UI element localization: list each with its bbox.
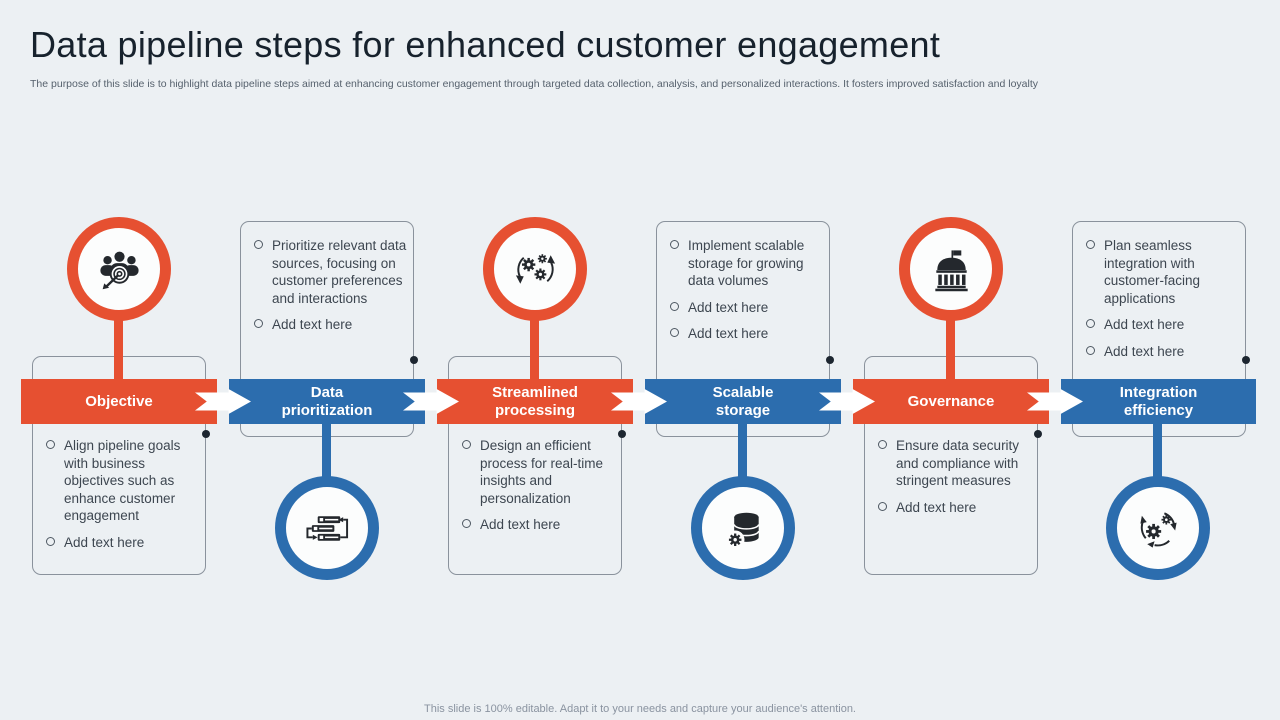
list-item: Prioritize relevant data sources, focusi… xyxy=(254,237,407,307)
bullet-text: Add text here xyxy=(480,517,561,533)
circle-bullet-icon xyxy=(1086,319,1095,329)
bullet-text: Design an efficient process for real-tim… xyxy=(480,438,604,506)
data-prioritization-node xyxy=(275,476,379,580)
connector-dot xyxy=(1242,356,1250,364)
band-step-objective: Objective xyxy=(21,379,217,424)
target-audience-icon xyxy=(99,251,139,289)
band-step-streamlined-processing: Streamlined processing xyxy=(437,379,633,424)
list-item: Plan seamless integration with customer-… xyxy=(1086,237,1239,307)
circle-bullet-icon xyxy=(878,440,887,449)
circle-bullet-icon xyxy=(670,240,679,249)
list-item: Implement scalable storage for growing d… xyxy=(670,237,823,290)
process-gears-icon xyxy=(515,253,555,284)
bullet-list: Ensure data security and compliance with… xyxy=(878,437,1031,516)
bullet-text: Ensure data security and compliance with… xyxy=(896,438,1020,489)
list-item: Add text here xyxy=(1086,343,1239,361)
step-label: Scalable storage xyxy=(712,383,774,419)
governance-node xyxy=(899,217,1003,321)
streamlined-processing-node xyxy=(483,217,587,321)
list-item: Add text here xyxy=(46,534,199,552)
connector-stem xyxy=(738,424,747,480)
connector-dot xyxy=(1034,430,1042,438)
step-label: Integration efficiency xyxy=(1119,383,1198,419)
list-item: Add text here xyxy=(670,325,823,343)
bullet-text: Add text here xyxy=(1104,343,1185,359)
connector-stem xyxy=(530,315,539,379)
bullet-text: Add text here xyxy=(1104,317,1185,333)
page-title: Data pipeline steps for enhanced custome… xyxy=(30,24,941,65)
band-step-data-prioritization: Data prioritization xyxy=(229,379,425,424)
bullet-text: Add text here xyxy=(64,534,145,550)
bullet-list: Implement scalable storage for growing d… xyxy=(670,237,823,343)
circle-bullet-icon xyxy=(254,240,263,249)
data-prioritization-textbox: Prioritize relevant data sources, focusi… xyxy=(240,221,414,437)
bullet-text: Align pipeline goals with business objec… xyxy=(64,438,181,524)
circle-bullet-icon xyxy=(254,319,263,329)
database-storage-icon xyxy=(725,512,759,549)
footer-note: This slide is 100% editable. Adapt it to… xyxy=(424,703,856,715)
list-item: Add text here xyxy=(670,299,823,317)
step-label: Data prioritization xyxy=(281,383,373,419)
bullet-text: Implement scalable storage for growing d… xyxy=(688,238,805,289)
objective-textbox: Align pipeline goals with business objec… xyxy=(32,356,206,575)
connector-stem xyxy=(114,315,123,379)
connector-dot xyxy=(826,356,834,364)
governance-textbox: Ensure data security and compliance with… xyxy=(864,356,1038,575)
list-item: Ensure data security and compliance with… xyxy=(878,437,1031,490)
circle-bullet-icon xyxy=(670,301,679,311)
connector-stem xyxy=(946,315,955,379)
circle-bullet-icon xyxy=(462,519,471,529)
step-label: Streamlined processing xyxy=(492,383,578,419)
bullet-list: Prioritize relevant data sources, focusi… xyxy=(254,237,407,334)
objective-node xyxy=(67,217,171,321)
bullet-text: Add text here xyxy=(688,299,769,315)
connector-dot xyxy=(410,356,418,364)
step-label: Objective xyxy=(85,392,153,410)
scalable-storage-textbox: Implement scalable storage for growing d… xyxy=(656,221,830,437)
bullet-list: Design an efficient process for real-tim… xyxy=(462,437,615,534)
band-step-governance: Governance xyxy=(853,379,1049,424)
band-step-scalable-storage: Scalable storage xyxy=(645,379,841,424)
bullet-text: Add text here xyxy=(688,326,769,342)
circle-bullet-icon xyxy=(46,536,55,546)
list-item: Add text here xyxy=(1086,316,1239,334)
bullet-text: Plan seamless integration with customer-… xyxy=(1104,238,1201,306)
list-item: Align pipeline goals with business objec… xyxy=(46,437,199,525)
connector-dot xyxy=(618,430,626,438)
list-item: Add text here xyxy=(878,499,1031,517)
integration-efficiency-node xyxy=(1106,476,1210,580)
circle-bullet-icon xyxy=(878,501,887,511)
bullet-list: Plan seamless integration with customer-… xyxy=(1086,237,1239,360)
priority-list-icon xyxy=(305,515,348,541)
bullet-text: Prioritize relevant data sources, focusi… xyxy=(272,238,407,306)
circle-bullet-icon xyxy=(462,440,471,449)
governance-building-icon xyxy=(934,249,968,291)
connector-stem xyxy=(322,424,331,480)
band-step-integration-efficiency: Integration efficiency xyxy=(1061,379,1256,424)
integration-efficiency-textbox: Plan seamless integration with customer-… xyxy=(1072,221,1246,437)
bullet-text: Add text here xyxy=(896,499,977,515)
bullet-list: Align pipeline goals with business objec… xyxy=(46,437,199,551)
list-item: Add text here xyxy=(254,316,407,334)
circle-bullet-icon xyxy=(1086,345,1095,355)
list-item: Design an efficient process for real-tim… xyxy=(462,437,615,507)
step-label: Governance xyxy=(907,392,995,410)
list-item: Add text here xyxy=(462,516,615,534)
integration-gears-icon xyxy=(1139,511,1177,548)
circle-bullet-icon xyxy=(1086,240,1095,249)
bullet-text: Add text here xyxy=(272,317,353,333)
connector-dot xyxy=(202,430,210,438)
connector-stem xyxy=(1153,424,1162,480)
scalable-storage-node xyxy=(691,476,795,580)
page-subtitle: The purpose of this slide is to highligh… xyxy=(30,78,1039,90)
circle-bullet-icon xyxy=(670,328,679,338)
circle-bullet-icon xyxy=(46,440,55,449)
